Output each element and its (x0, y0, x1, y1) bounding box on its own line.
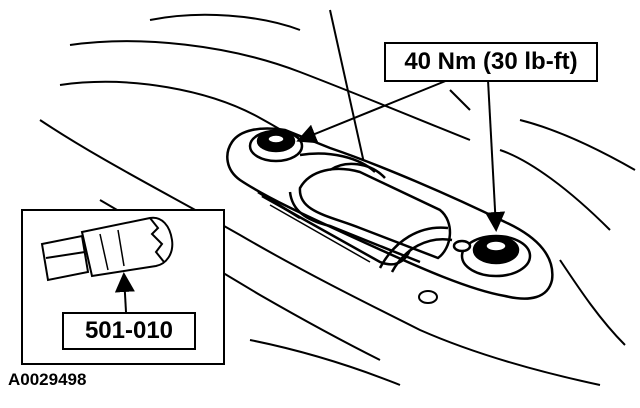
figure-id-label: A0029498 (8, 370, 87, 389)
socket-body (80, 216, 174, 278)
torque-spec-label: 40 Nm (30 lb-ft) (384, 42, 598, 82)
torque-leaders (296, 79, 506, 232)
spline-teeth (149, 217, 165, 263)
socket-bit-tool (40, 216, 174, 282)
leader-arrow-right (485, 79, 506, 232)
tool-leader-arrow (114, 272, 135, 313)
right-mount-nut (452, 234, 532, 278)
hex-shank (40, 234, 90, 282)
retainer-strap (257, 152, 453, 273)
leader-arrow-left (296, 79, 449, 144)
locator-hole (418, 290, 438, 304)
tool-number-label: 501-010 (62, 312, 196, 350)
left-mount-nut (248, 129, 304, 163)
